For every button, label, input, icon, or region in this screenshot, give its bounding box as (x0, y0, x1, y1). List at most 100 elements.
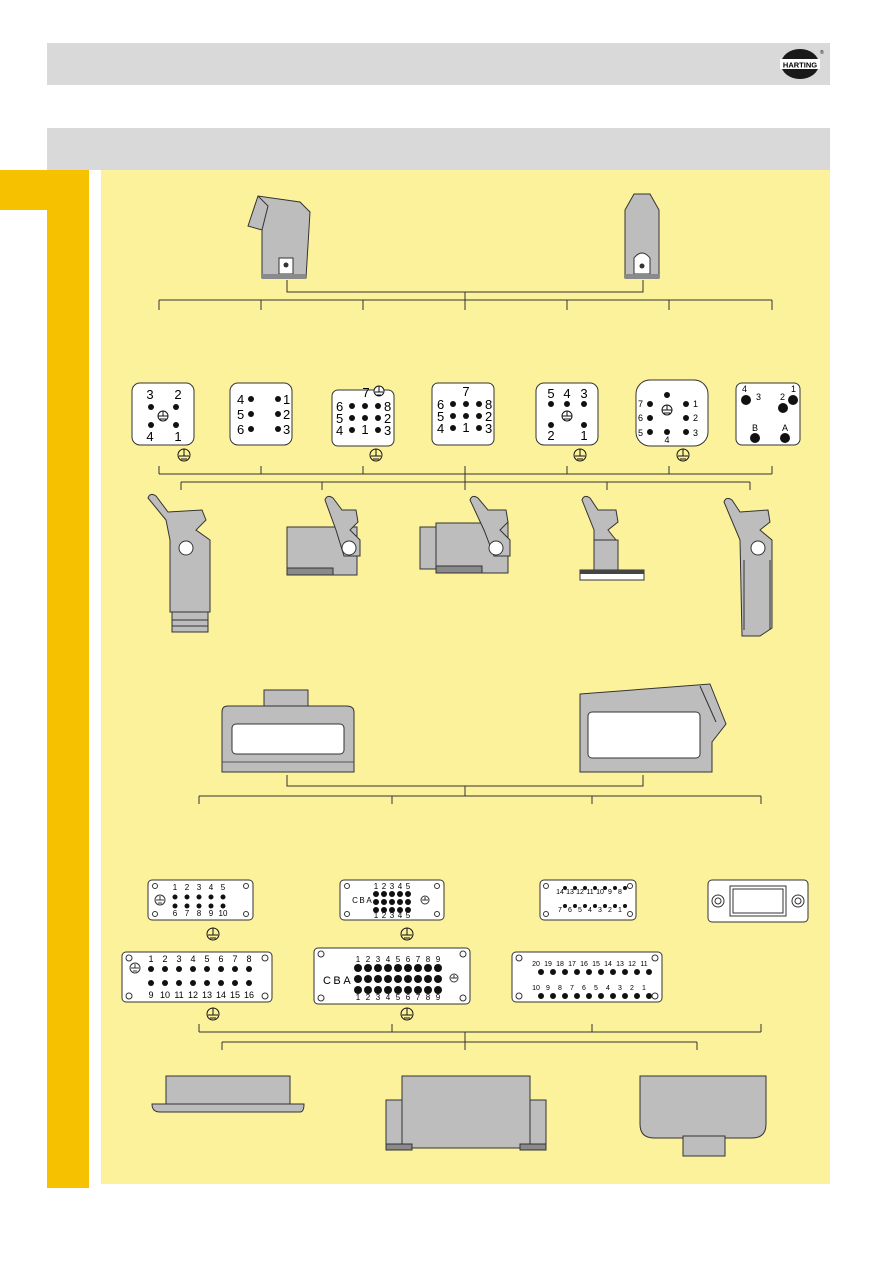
svg-text:6: 6 (638, 413, 643, 423)
svg-text:9: 9 (436, 955, 441, 964)
svg-text:1: 1 (462, 420, 469, 435)
svg-text:4: 4 (588, 907, 592, 914)
angled-hood-top (247, 195, 311, 279)
svg-text:4: 4 (664, 435, 669, 445)
harting-logo: HARTING ® (780, 49, 824, 79)
svg-text:1: 1 (356, 955, 361, 964)
svg-text:2: 2 (185, 883, 190, 892)
svg-text:12: 12 (188, 990, 198, 1000)
svg-text:6: 6 (336, 399, 343, 414)
svg-text:3: 3 (384, 423, 391, 438)
chapter-side-bar (47, 170, 89, 1188)
svg-text:9: 9 (546, 985, 550, 992)
svg-text:1: 1 (173, 883, 178, 892)
svg-text:3: 3 (390, 882, 395, 891)
svg-text:4: 4 (437, 421, 444, 436)
svg-text:6: 6 (406, 993, 411, 1002)
svg-text:5: 5 (406, 911, 411, 920)
svg-text:4: 4 (742, 384, 747, 394)
svg-text:6: 6 (218, 954, 223, 964)
svg-text:12: 12 (576, 889, 584, 896)
svg-text:11: 11 (174, 990, 183, 1000)
svg-text:6: 6 (582, 985, 586, 992)
svg-text:4: 4 (398, 882, 403, 891)
svg-text:14: 14 (604, 961, 612, 968)
svg-text:7: 7 (638, 399, 643, 409)
svg-text:5: 5 (396, 993, 401, 1002)
insert-8pin-ground: 7 6 5 4 1 8 2 3 (331, 385, 395, 447)
svg-text:A: A (343, 975, 351, 987)
svg-text:20: 20 (532, 961, 540, 968)
svg-text:7: 7 (558, 907, 562, 914)
svg-text:4: 4 (563, 386, 570, 401)
svg-text:7: 7 (232, 954, 237, 964)
svg-text:4: 4 (386, 955, 391, 964)
bulkhead-housing-angled (286, 495, 361, 576)
svg-text:1: 1 (693, 399, 698, 409)
svg-text:5: 5 (437, 409, 444, 424)
svg-text:6: 6 (173, 909, 178, 918)
svg-text:2: 2 (382, 882, 387, 891)
svg-text:17: 17 (568, 961, 576, 968)
svg-text:15: 15 (592, 961, 600, 968)
svg-text:3: 3 (580, 386, 587, 401)
rect-hood-angled (579, 683, 727, 773)
tree-lines-top (158, 280, 773, 310)
cable-hood-bottom-entry (639, 1075, 767, 1157)
svg-text:5: 5 (547, 386, 554, 401)
svg-text:19: 19 (544, 961, 552, 968)
svg-text:5: 5 (221, 883, 226, 892)
svg-text:®: ® (820, 49, 824, 56)
blank-cover-plate (707, 879, 809, 923)
ground-symbols-row2 (206, 927, 414, 941)
bulkhead-housing-straight (579, 495, 645, 581)
svg-text:3: 3 (485, 421, 492, 436)
svg-text:5: 5 (638, 428, 643, 438)
tree-lines-middle (158, 466, 773, 490)
svg-text:1: 1 (374, 882, 379, 891)
straight-hood-top (624, 193, 660, 279)
svg-text:5: 5 (204, 954, 209, 964)
svg-text:6: 6 (568, 907, 572, 914)
svg-text:6: 6 (406, 955, 411, 964)
svg-text:2: 2 (382, 911, 387, 920)
tree-lines-lower (198, 775, 762, 804)
svg-text:2: 2 (547, 428, 554, 443)
svg-text:3: 3 (197, 883, 202, 892)
svg-text:13: 13 (202, 990, 212, 1000)
svg-text:2: 2 (162, 954, 167, 964)
svg-text:B: B (752, 423, 758, 433)
surface-mount-base-flat (151, 1075, 305, 1113)
tree-lines-bottom (198, 1024, 762, 1050)
top-header-bar (47, 43, 830, 85)
svg-text:8: 8 (618, 889, 622, 896)
svg-text:3: 3 (598, 907, 602, 914)
svg-text:1: 1 (283, 392, 290, 407)
svg-text:7: 7 (570, 985, 574, 992)
svg-text:1: 1 (618, 907, 622, 914)
svg-text:4: 4 (190, 954, 195, 964)
ground-symbols-row1 (177, 448, 690, 462)
svg-text:3: 3 (390, 911, 395, 920)
insert-7pin-ground: 7 6 5 4 1 2 3 (635, 379, 709, 447)
insert-4pin: 3 2 4 1 (131, 382, 195, 446)
svg-text:2: 2 (608, 907, 612, 914)
rect-hood-straight (221, 689, 355, 773)
svg-text:5: 5 (594, 985, 598, 992)
svg-text:12: 12 (628, 961, 636, 968)
svg-text:8: 8 (197, 909, 202, 918)
svg-text:3: 3 (376, 955, 381, 964)
svg-text:A: A (782, 423, 788, 433)
svg-text:1: 1 (361, 422, 368, 437)
svg-text:4: 4 (606, 985, 610, 992)
ground-symbols-row3 (206, 1007, 414, 1021)
svg-text:9: 9 (608, 889, 612, 896)
svg-text:2: 2 (366, 993, 371, 1002)
svg-text:1: 1 (356, 993, 361, 1002)
svg-text:10: 10 (532, 985, 540, 992)
svg-text:2: 2 (485, 409, 492, 424)
svg-text:1: 1 (580, 428, 587, 443)
svg-text:3: 3 (376, 993, 381, 1002)
